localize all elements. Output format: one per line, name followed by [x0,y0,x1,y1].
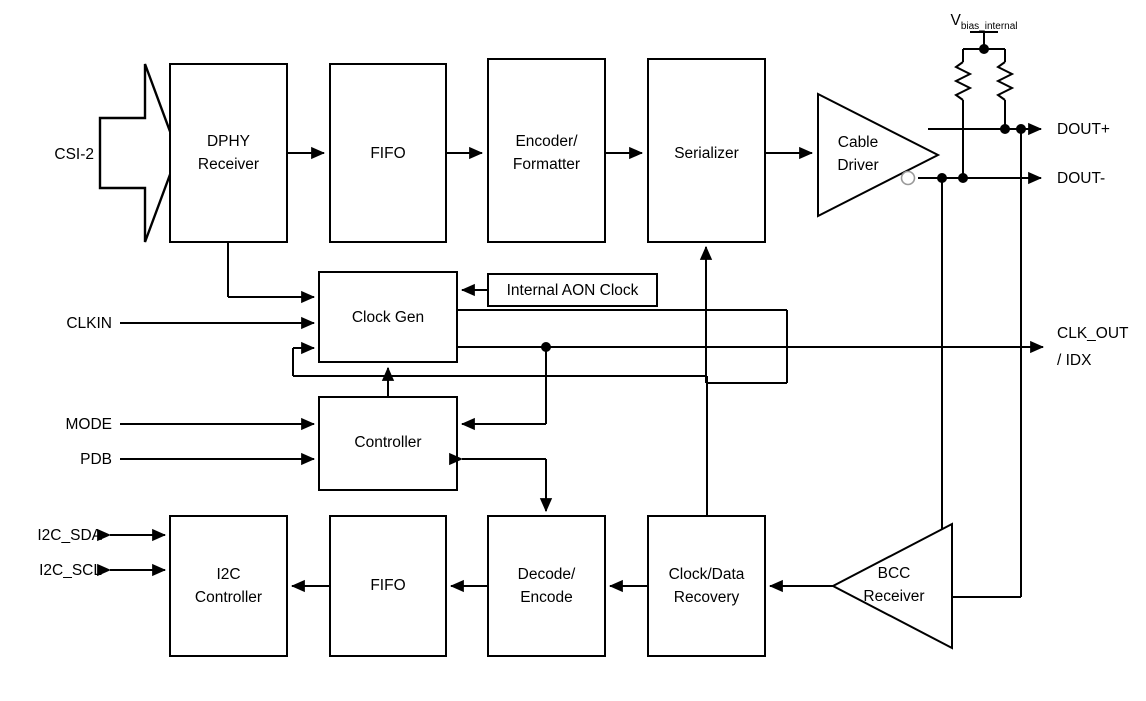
clock-gen-wires: CLKIN CLK_OUT / IDX [66,242,1129,516]
csi2-input-arrow [98,63,180,243]
block-i2c-controller-label-1: I2C [216,566,240,583]
block-dphy-receiver-label-1: DPHY [207,133,250,150]
block-fifo-tx[interactable] [329,63,447,243]
controller-wires: MODE PDB [66,366,553,513]
resistor-left [953,61,973,101]
block-encoder-formatter-label-2: Formatter [513,156,580,173]
signal-label-clkin: CLKIN [66,315,112,332]
amp-cable-driver-label-2: Driver [837,157,878,174]
block-decode-encode-label-2: Encode [520,589,573,606]
block-i2c-controller-label-2: Controller [195,589,262,606]
block-clock-gen-label: Clock Gen [352,309,424,326]
block-serializer-label: Serializer [674,145,739,162]
label-vbias-internal: Vbias_internal [950,12,1017,32]
signal-label-clk-out-line1: CLK_OUT [1057,325,1129,342]
block-clock-data-recovery-label-2: Recovery [674,589,740,606]
block-fifo-rx-label: FIFO [370,577,405,594]
signal-label-mode: MODE [66,416,113,433]
signal-label-i2c-scl: I2C_SCL [39,562,102,579]
amp-cable-driver-label-1: Cable [838,134,879,151]
bottom-datapath-wires: I2C_SDA I2C_SCL [37,527,833,593]
amp-bcc-receiver[interactable] [830,522,953,650]
block-clock-data-recovery-label-1: Clock/Data [669,566,745,583]
resistor-right [995,61,1015,101]
block-dphy-receiver-label-2: Receiver [198,156,259,173]
amp-bcc-receiver-label-1: BCC [878,565,911,582]
block-serializer[interactable] [647,58,766,243]
block-clock-data-recovery[interactable] [647,515,766,657]
signal-label-clk-out-line2: / IDX [1057,352,1092,369]
amp-bcc-receiver-label-2: Receiver [863,588,924,605]
junction-dot-vbias [979,44,989,54]
block-controller[interactable] [318,396,458,491]
cable-driver-inverting-bubble [900,170,916,186]
signal-label-dout-plus: DOUT+ [1057,121,1110,138]
block-controller-label: Controller [354,434,421,451]
block-i2c-controller[interactable] [169,515,288,657]
block-fifo-rx[interactable] [329,515,447,657]
signal-label-dout-minus: DOUT- [1057,170,1105,187]
block-internal-aon-clock-label: Internal AON Clock [507,282,639,299]
junction-dot-dout-plus-bias [1000,124,1010,134]
output-bias-network: DOUT+ DOUT- Vbias_internal [918,12,1110,598]
signal-label-csi2: CSI-2 [54,146,94,163]
block-clock-gen[interactable] [318,271,458,363]
block-encoder-formatter[interactable] [487,58,606,243]
signal-label-pdb: PDB [80,451,112,468]
block-fifo-tx-label: FIFO [370,145,405,162]
junction-dot-dout-minus-bias [958,173,968,183]
block-decode-encode[interactable] [487,515,606,657]
amp-cable-driver[interactable] [817,92,941,218]
signal-label-i2c-sda: I2C_SDA [37,527,102,544]
block-encoder-formatter-label-1: Encoder/ [515,133,578,150]
block-decode-encode-label-1: Decode/ [518,566,576,583]
block-dphy-receiver[interactable] [169,63,288,243]
